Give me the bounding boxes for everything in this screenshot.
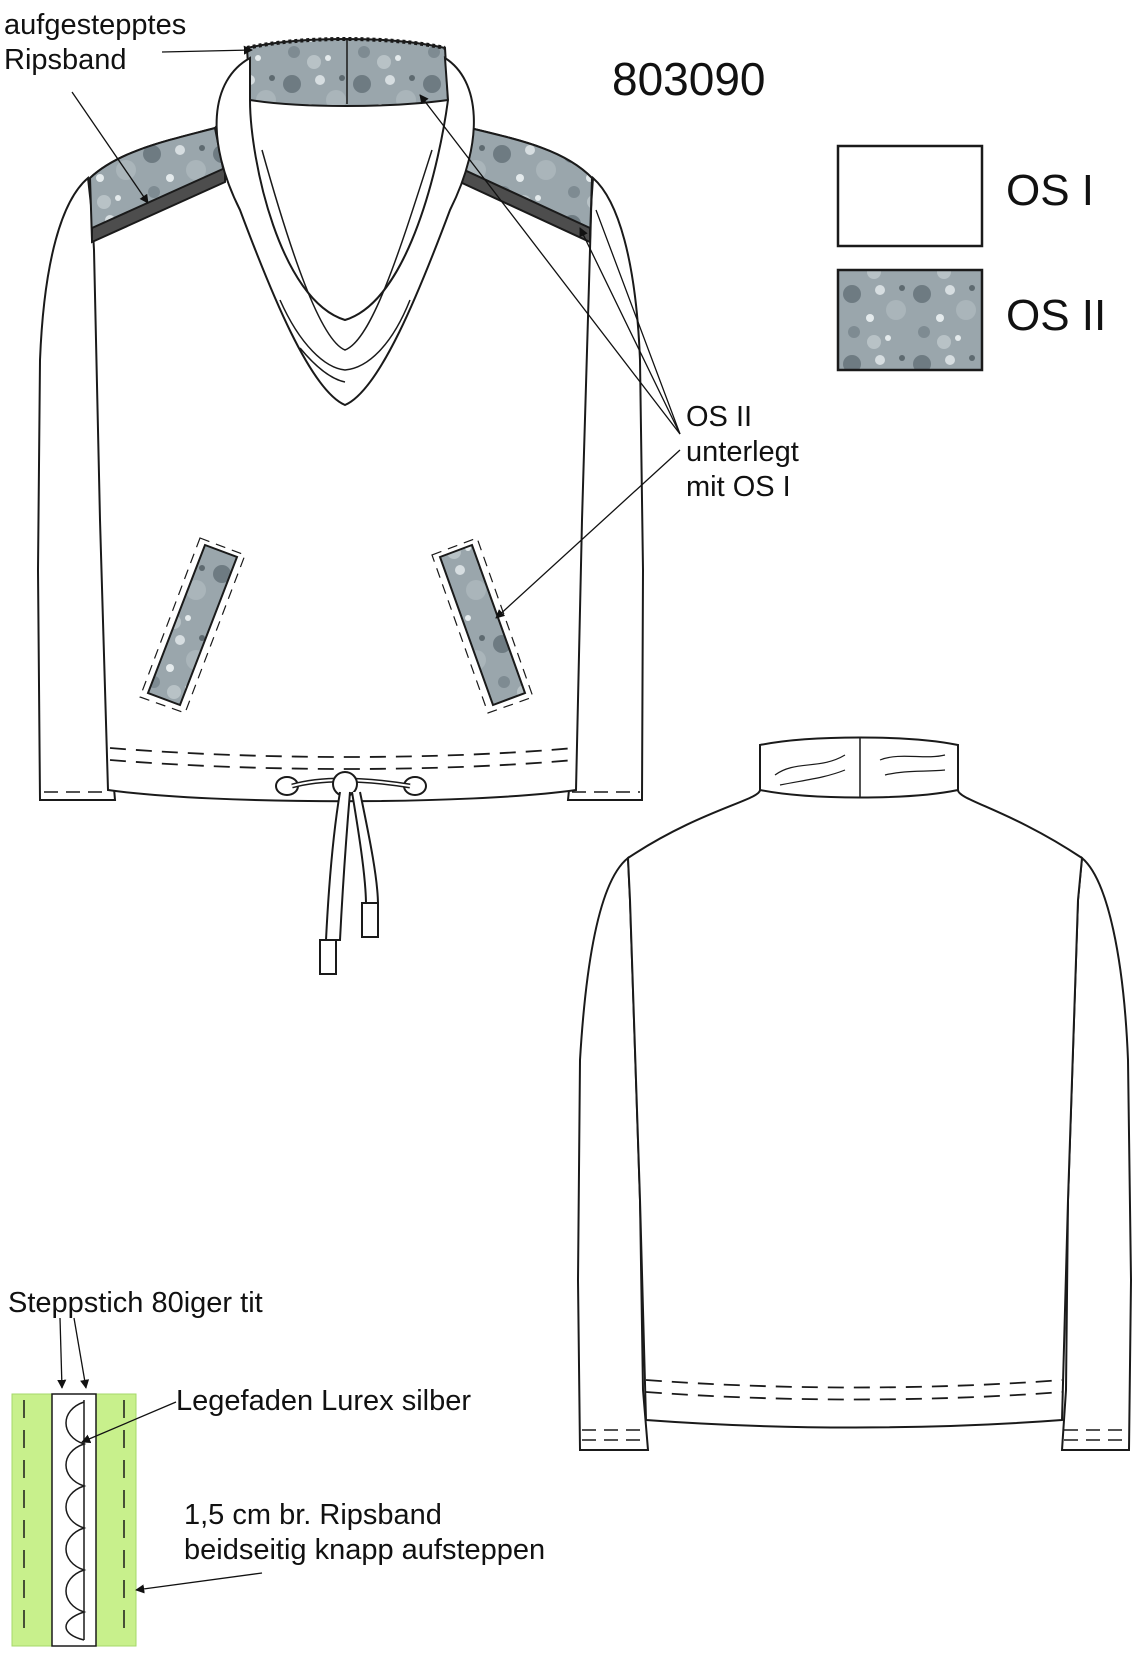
cord-end-left [319,939,337,975]
back-view [576,736,1133,1451]
ribbon-detail [11,1393,137,1647]
style-number: 803090 [612,53,766,105]
callout-os-ii-line1: OS II [686,401,753,433]
callout-os-ii-backed: OS II unterlegt mit OS I [686,400,799,504]
front-drawcord [324,791,351,941]
front-ribbon-left [91,166,226,244]
front-view [36,37,645,975]
detail-thread-label: Legefaden Lurex silber [176,1385,472,1417]
front-pocket-left [146,543,239,707]
callout-ribbon: aufgestepptes Ripsband [4,8,186,78]
legend-label-os-ii: OS II [1006,291,1107,340]
legend-swatch-os-ii [836,268,984,372]
callout-os-ii-line3: mit OS I [686,470,791,503]
front-cowl [215,56,475,407]
back-right-sleeve [1060,855,1133,1451]
cord-end-right [361,902,379,938]
detail-ribbon-line1: 1,5 cm br. Ripsband [184,1499,442,1531]
callout-ribbon-line2: Ripsband [4,43,127,76]
callout-arrows [57,45,681,1594]
front-pocket-right [438,543,527,707]
legend-swatch-os-i [836,144,984,248]
detail-ribbon-label: 1,5 cm br. Ripsband beidseitig knapp auf… [184,1498,545,1568]
back-left-sleeve [576,856,650,1451]
back-collar [759,736,959,799]
callout-os-ii-line2: unterlegt [686,435,799,468]
back-body [626,789,1084,1429]
legend-label-os-i: OS I [1006,166,1095,215]
callout-ribbon-line1: aufgestepptes [4,9,187,41]
detail-stitch-label: Steppstich 80iger tit [8,1287,263,1319]
detail-ribbon-line2: beidseitig knapp aufsteppen [184,1533,546,1566]
